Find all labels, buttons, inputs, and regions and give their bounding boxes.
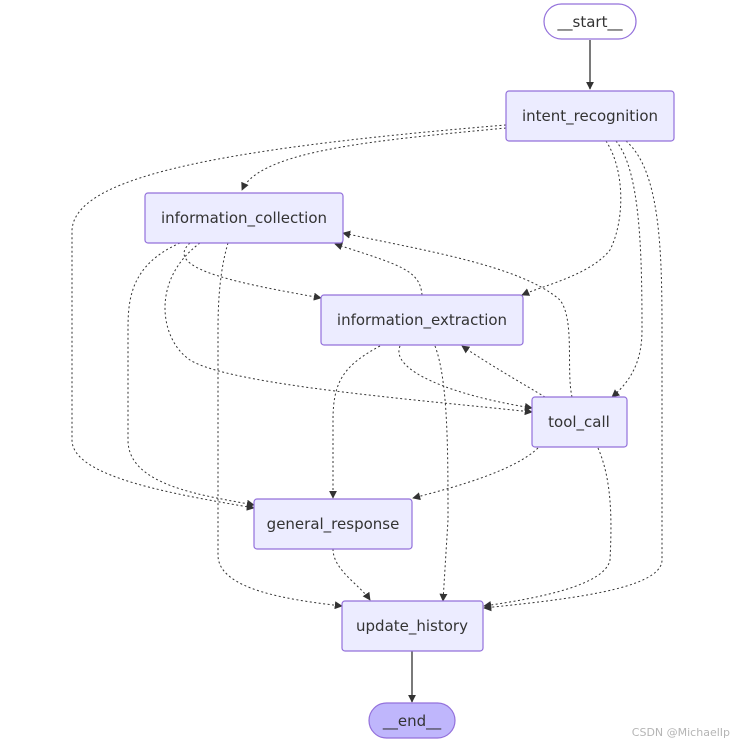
- edge-information-collection-to-tool-call: [164, 242, 533, 416]
- node-information-extraction[interactable]: information_extraction: [320, 294, 524, 346]
- node-tool-call-label: tool_call: [548, 413, 610, 432]
- edge-intent-recognition-to-tool-call: [611, 140, 643, 398]
- node-intent-recognition-label: intent_recognition: [522, 107, 658, 126]
- node-start[interactable]: __start__: [543, 3, 637, 40]
- edge-tool-call-to-information-collection: [342, 230, 573, 398]
- node-update-history[interactable]: update_history: [341, 600, 484, 652]
- node-intent-recognition[interactable]: intent_recognition: [505, 90, 675, 142]
- node-general-response[interactable]: general_response: [253, 498, 413, 550]
- edge-information-extraction-to-information-collection: [334, 242, 423, 296]
- watermark: CSDN @MichaelIp: [631, 726, 730, 739]
- node-general-response-label: general_response: [267, 515, 400, 534]
- edge-information-extraction-to-update-history: [434, 345, 449, 602]
- node-tool-call[interactable]: tool_call: [531, 396, 628, 448]
- node-end-label: __end__: [382, 712, 442, 731]
- edge-intent-recognition-to-update-history: [483, 140, 663, 612]
- edge-information-collection-to-information-extraction: [183, 242, 322, 301]
- node-information-extraction-label: information_extraction: [337, 311, 507, 330]
- edge-general-response-to-update-history: [332, 548, 371, 601]
- edge-information-extraction-to-tool-call: [398, 345, 533, 411]
- node-start-label: __start__: [557, 13, 623, 32]
- node-end[interactable]: __end__: [368, 702, 456, 739]
- edge-information-collection-to-general-response: [127, 242, 255, 508]
- node-information-collection-label: information_collection: [161, 209, 327, 228]
- edge-tool-call-to-general-response: [412, 447, 539, 501]
- node-update-history-label: update_history: [356, 617, 468, 636]
- edge-information-collection-to-update-history: [217, 242, 343, 610]
- edges: [71, 40, 663, 703]
- edge-tool-call-to-update-history: [483, 447, 612, 609]
- edge-tool-call-to-information-extraction: [461, 345, 546, 398]
- edge-intent-recognition-to-information-collection: [241, 127, 507, 191]
- edge-intent-recognition-to-information-extraction: [521, 140, 622, 296]
- edge-information-extraction-to-general-response: [329, 345, 381, 499]
- node-information-collection[interactable]: information_collection: [144, 192, 344, 244]
